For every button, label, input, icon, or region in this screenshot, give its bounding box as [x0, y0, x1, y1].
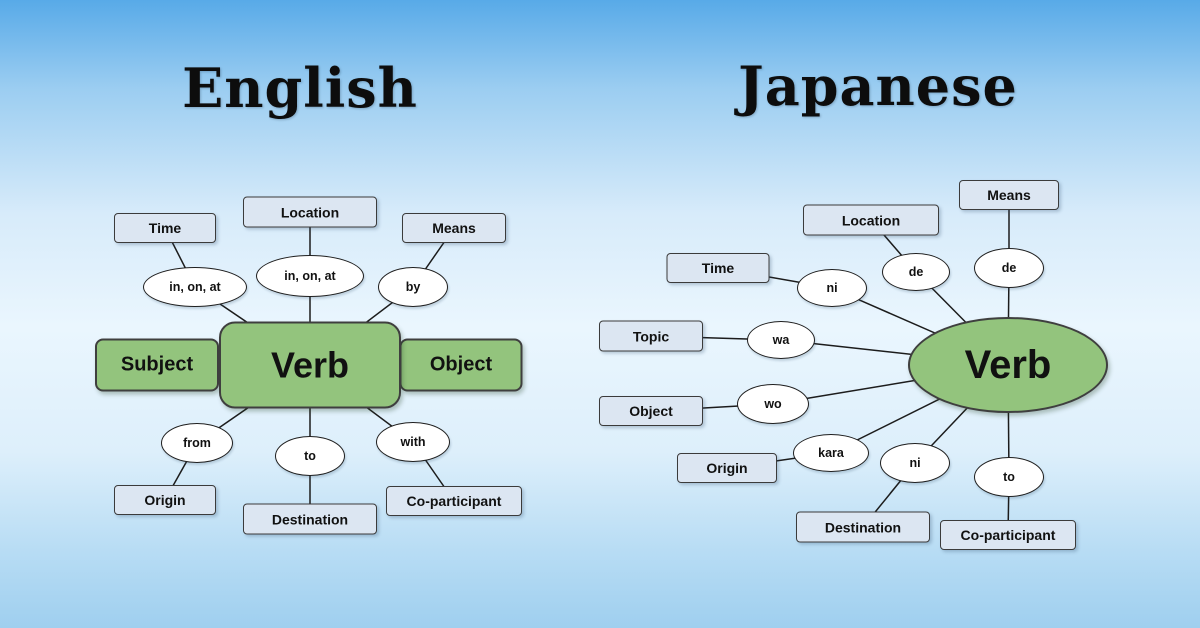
japanese-particle-de-location: de	[882, 253, 950, 291]
japanese-particle-kara: kara	[793, 434, 869, 472]
english-box-means: Means	[402, 213, 506, 243]
japanese-particle-ni-destination: ni	[880, 443, 950, 483]
english-particle-with: with	[376, 422, 450, 462]
japanese-particle-de-means: de	[974, 248, 1044, 288]
english-particle-by: by	[378, 267, 448, 307]
english-subject-box: Subject	[95, 338, 219, 392]
english-box-time: Time	[114, 213, 216, 243]
english-box-destination: Destination	[243, 503, 377, 535]
english-verb-box: Verb	[219, 321, 401, 409]
english-title: English	[182, 56, 418, 120]
japanese-box-destination: Destination	[796, 511, 930, 543]
english-particle-in-on-at-time: in, on, at	[143, 267, 247, 307]
english-particle-to: to	[275, 436, 345, 476]
japanese-box-location: Location	[803, 204, 939, 236]
japanese-verb-ellipse: Verb	[908, 317, 1108, 413]
english-particle-in-on-at-location: in, on, at	[256, 255, 364, 297]
japanese-box-origin: Origin	[677, 453, 777, 483]
english-object-box: Object	[399, 338, 523, 392]
english-box-co-participant: Co-participant	[386, 486, 522, 516]
japanese-particle-to: to	[974, 457, 1044, 497]
japanese-particle-ni-time: ni	[797, 269, 867, 307]
japanese-title: Japanese	[738, 54, 1018, 118]
japanese-box-object: Object	[599, 396, 703, 426]
japanese-box-time: Time	[666, 253, 770, 283]
japanese-particle-wo: wo	[737, 384, 809, 424]
japanese-box-means: Means	[959, 180, 1059, 210]
japanese-particle-wa: wa	[747, 321, 815, 359]
english-box-origin: Origin	[114, 485, 216, 515]
english-particle-from: from	[161, 423, 233, 463]
japanese-box-co-participant: Co-participant	[940, 520, 1076, 550]
english-box-location: Location	[243, 196, 377, 228]
japanese-box-topic: Topic	[599, 320, 703, 352]
